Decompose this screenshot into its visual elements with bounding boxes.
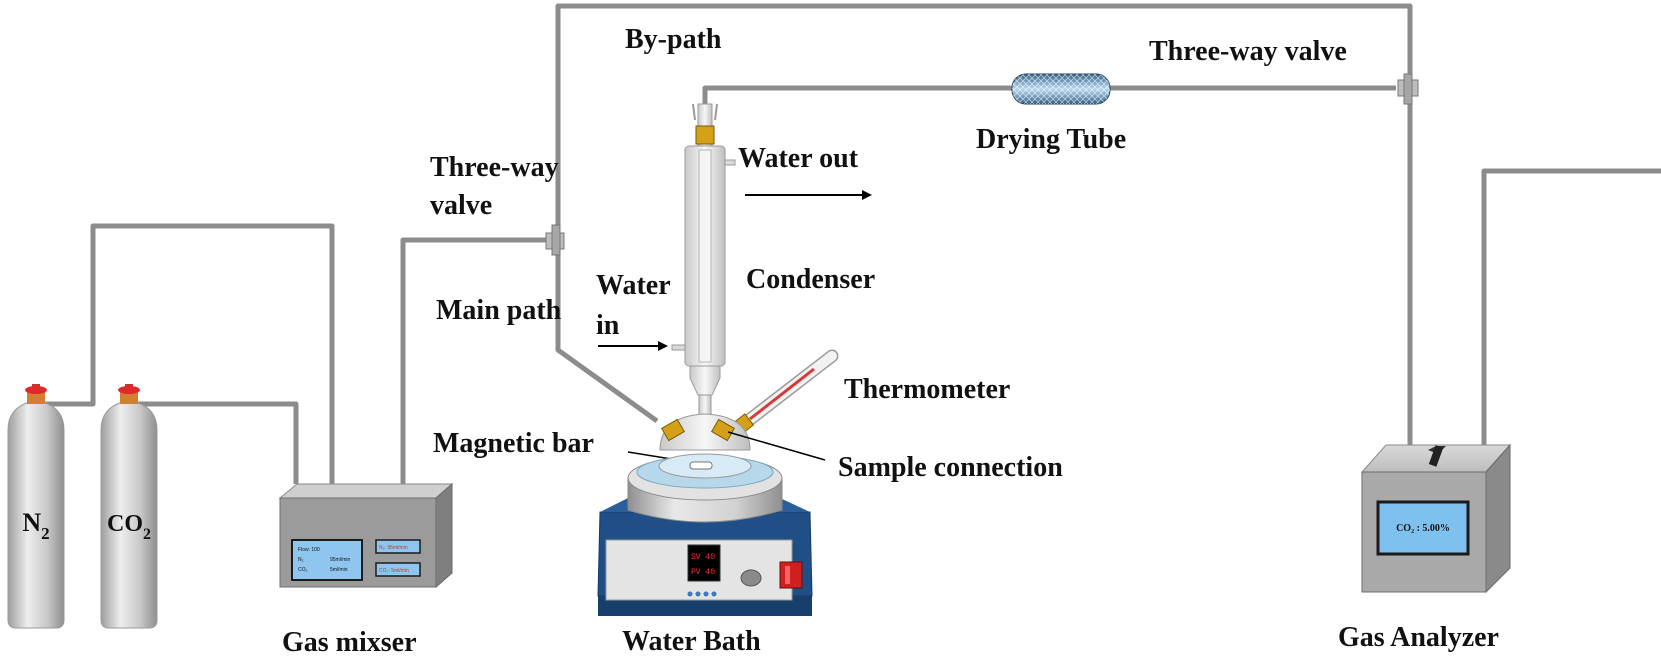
- mixer-screen-n2-val: 95ml/min: [330, 557, 351, 563]
- analyzer-screen: [1376, 500, 1470, 556]
- svg-text:CO2: CO2: [107, 511, 151, 543]
- gas-pipes: [40, 3, 1661, 484]
- water-out-label: Water out: [738, 143, 859, 174]
- by-path-pipe: [555, 3, 1413, 228]
- magnetic-bar-label: Magnetic bar: [433, 428, 594, 459]
- thermometer-label: Thermometer: [844, 374, 1011, 405]
- bath-power-switch[interactable]: [779, 561, 803, 589]
- condenser-label: Condenser: [746, 264, 876, 295]
- mixer-screen-co2: CO₂: [298, 567, 308, 573]
- mixer-co2-readout: CO₂: 5ml/min: [379, 568, 409, 574]
- gas-analyzer: CO₂ : 5.00%: [1360, 443, 1512, 594]
- n2-label: N: [22, 508, 41, 537]
- three-way-valve-left-label-line1: Three-way: [430, 152, 559, 183]
- gas-mixer-label: Gas mixser: [282, 627, 417, 658]
- analyzer-readout: CO₂ : 5.00%: [1396, 523, 1450, 534]
- mixer-n2-readout: N₂: 95ml/min: [379, 545, 408, 551]
- water-bath: SV 40 PV 40: [597, 453, 813, 616]
- water-in-label-line1: Water: [596, 270, 671, 301]
- main-path-label: Main path: [436, 295, 562, 326]
- bath-pv-readout: PV 40: [691, 568, 715, 577]
- analyzer-exhaust-pipe: [1481, 168, 1661, 445]
- co2-pipe: [130, 401, 299, 484]
- water-bath-label: Water Bath: [622, 626, 761, 657]
- co2-label: CO: [107, 511, 143, 537]
- three-way-valve-left[interactable]: [545, 224, 565, 256]
- three-way-valve-top[interactable]: [1397, 73, 1419, 105]
- n2-subscript: 2: [41, 524, 50, 543]
- condenser: [671, 103, 736, 418]
- bath-display: [687, 544, 721, 582]
- sample-connection-label: Sample connection: [838, 452, 1063, 483]
- mixer-screen: [291, 539, 363, 581]
- drying-tube-label: Drying Tube: [976, 124, 1127, 155]
- n2-valve-handle-icon[interactable]: [25, 386, 47, 394]
- water-in-label-line2: in: [596, 310, 620, 341]
- co2-cylinder: CO2: [100, 384, 158, 629]
- water-in-arrow: [598, 341, 668, 351]
- three-way-valve-top-label: Three-way valve: [1149, 36, 1347, 67]
- thermometer: [729, 349, 839, 437]
- drying-tube: [1011, 73, 1111, 105]
- gas-mixer: Flow: 100 N₂ 95ml/min CO₂ 5ml/min N₂: 95…: [278, 482, 454, 589]
- bath-knob[interactable]: [740, 569, 762, 587]
- sample-connection-pointer: [727, 431, 826, 461]
- co2-subscript: 2: [143, 526, 151, 543]
- n2-cylinder: N2: [7, 384, 65, 629]
- condenser-outlet-pipe: [702, 85, 1012, 120]
- co2-valve-handle-icon[interactable]: [118, 386, 140, 394]
- mixer-outlet-pipe: [400, 237, 546, 484]
- gas-analyzer-label: Gas Analyzer: [1338, 622, 1499, 653]
- n2-pipe: [40, 223, 335, 484]
- magnetic-stir-bar: [689, 461, 713, 470]
- three-way-valve-left-label-line2: valve: [430, 190, 493, 221]
- mixer-screen-line1: Flow: 100: [298, 547, 320, 553]
- main-path-pipe: [555, 250, 659, 424]
- by-path-label: By-path: [625, 24, 722, 55]
- svg-text:N2: N2: [22, 508, 49, 543]
- water-out-arrow: [745, 190, 872, 200]
- mixer-screen-n2: N₂: [298, 557, 304, 563]
- bath-sv-readout: SV 40: [691, 553, 715, 562]
- reaction-flask: [659, 413, 751, 451]
- mixer-screen-co2-val: 5ml/min: [330, 567, 348, 573]
